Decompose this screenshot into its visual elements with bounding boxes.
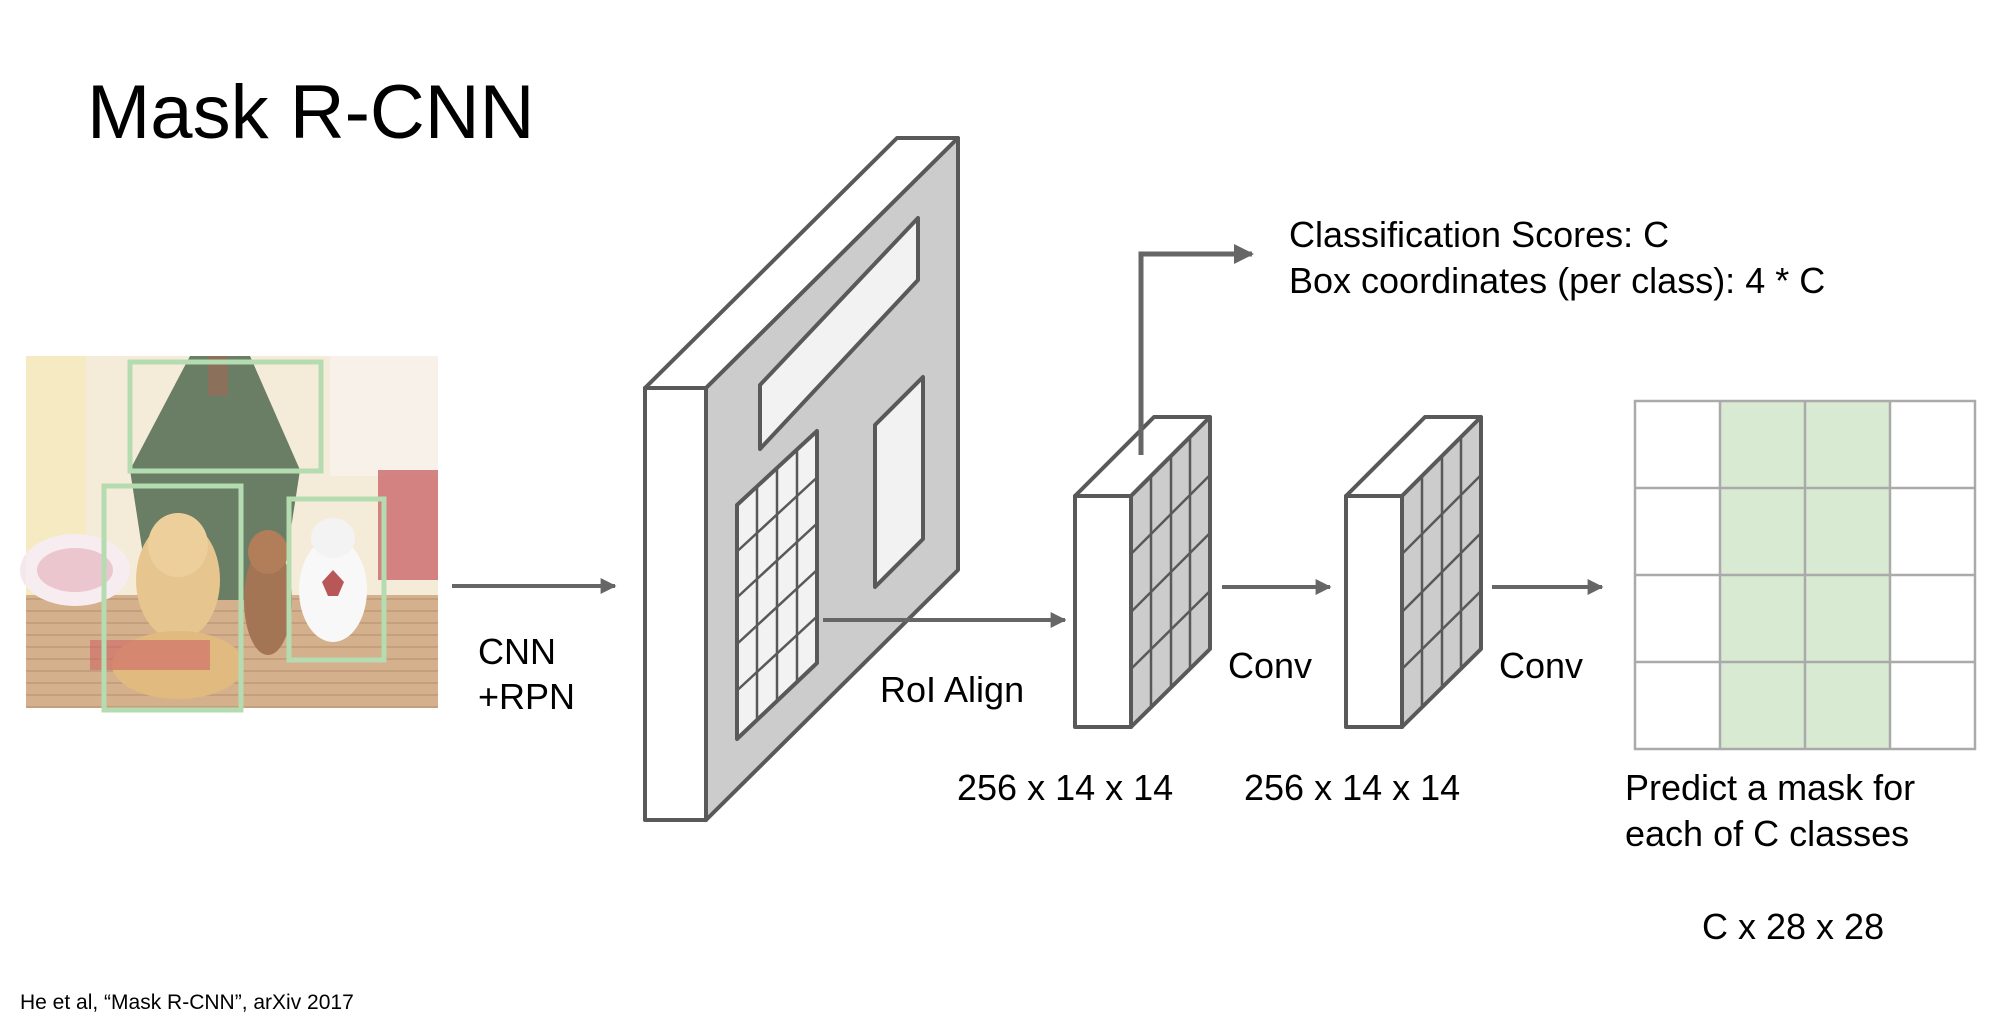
page-title: Mask R-CNN	[87, 70, 535, 155]
box-coordinates-label: Box coordinates (per class): 4 * C	[1289, 260, 1825, 301]
feature-dims-1: 256 x 14 x 14	[957, 767, 1173, 808]
roi-feature-block-1	[1073, 415, 1212, 729]
detection-box-dog	[101, 483, 244, 713]
roi-feature-block-2	[1344, 415, 1483, 729]
roi-region-top	[758, 216, 920, 451]
mask-caption-line2: each of C classes	[1625, 813, 1909, 854]
mask-caption-line1: Predict a mask for	[1625, 767, 1915, 808]
conv-label-2: Conv	[1499, 645, 1583, 686]
detection-box-cat	[286, 496, 387, 663]
classification-branch-arrow	[1138, 244, 1254, 455]
cnn-label: CNN	[478, 631, 556, 672]
mask-grid	[1633, 399, 1977, 751]
backbone-feature-map	[643, 136, 960, 822]
feature-dims-2: 256 x 14 x 14	[1244, 767, 1460, 808]
input-photo	[20, 356, 438, 713]
roi-region-right	[873, 375, 925, 589]
roi-align-label: RoI Align	[880, 669, 1024, 710]
citation: He et al, “Mask R-CNN”, arXiv 2017	[20, 991, 354, 1014]
conv-label-1: Conv	[1228, 645, 1312, 686]
detection-box-tree	[127, 359, 324, 474]
classification-scores-label: Classification Scores: C	[1289, 214, 1669, 255]
mask-dims-label: C x 28 x 28	[1702, 906, 1884, 947]
rpn-label: +RPN	[478, 676, 575, 717]
